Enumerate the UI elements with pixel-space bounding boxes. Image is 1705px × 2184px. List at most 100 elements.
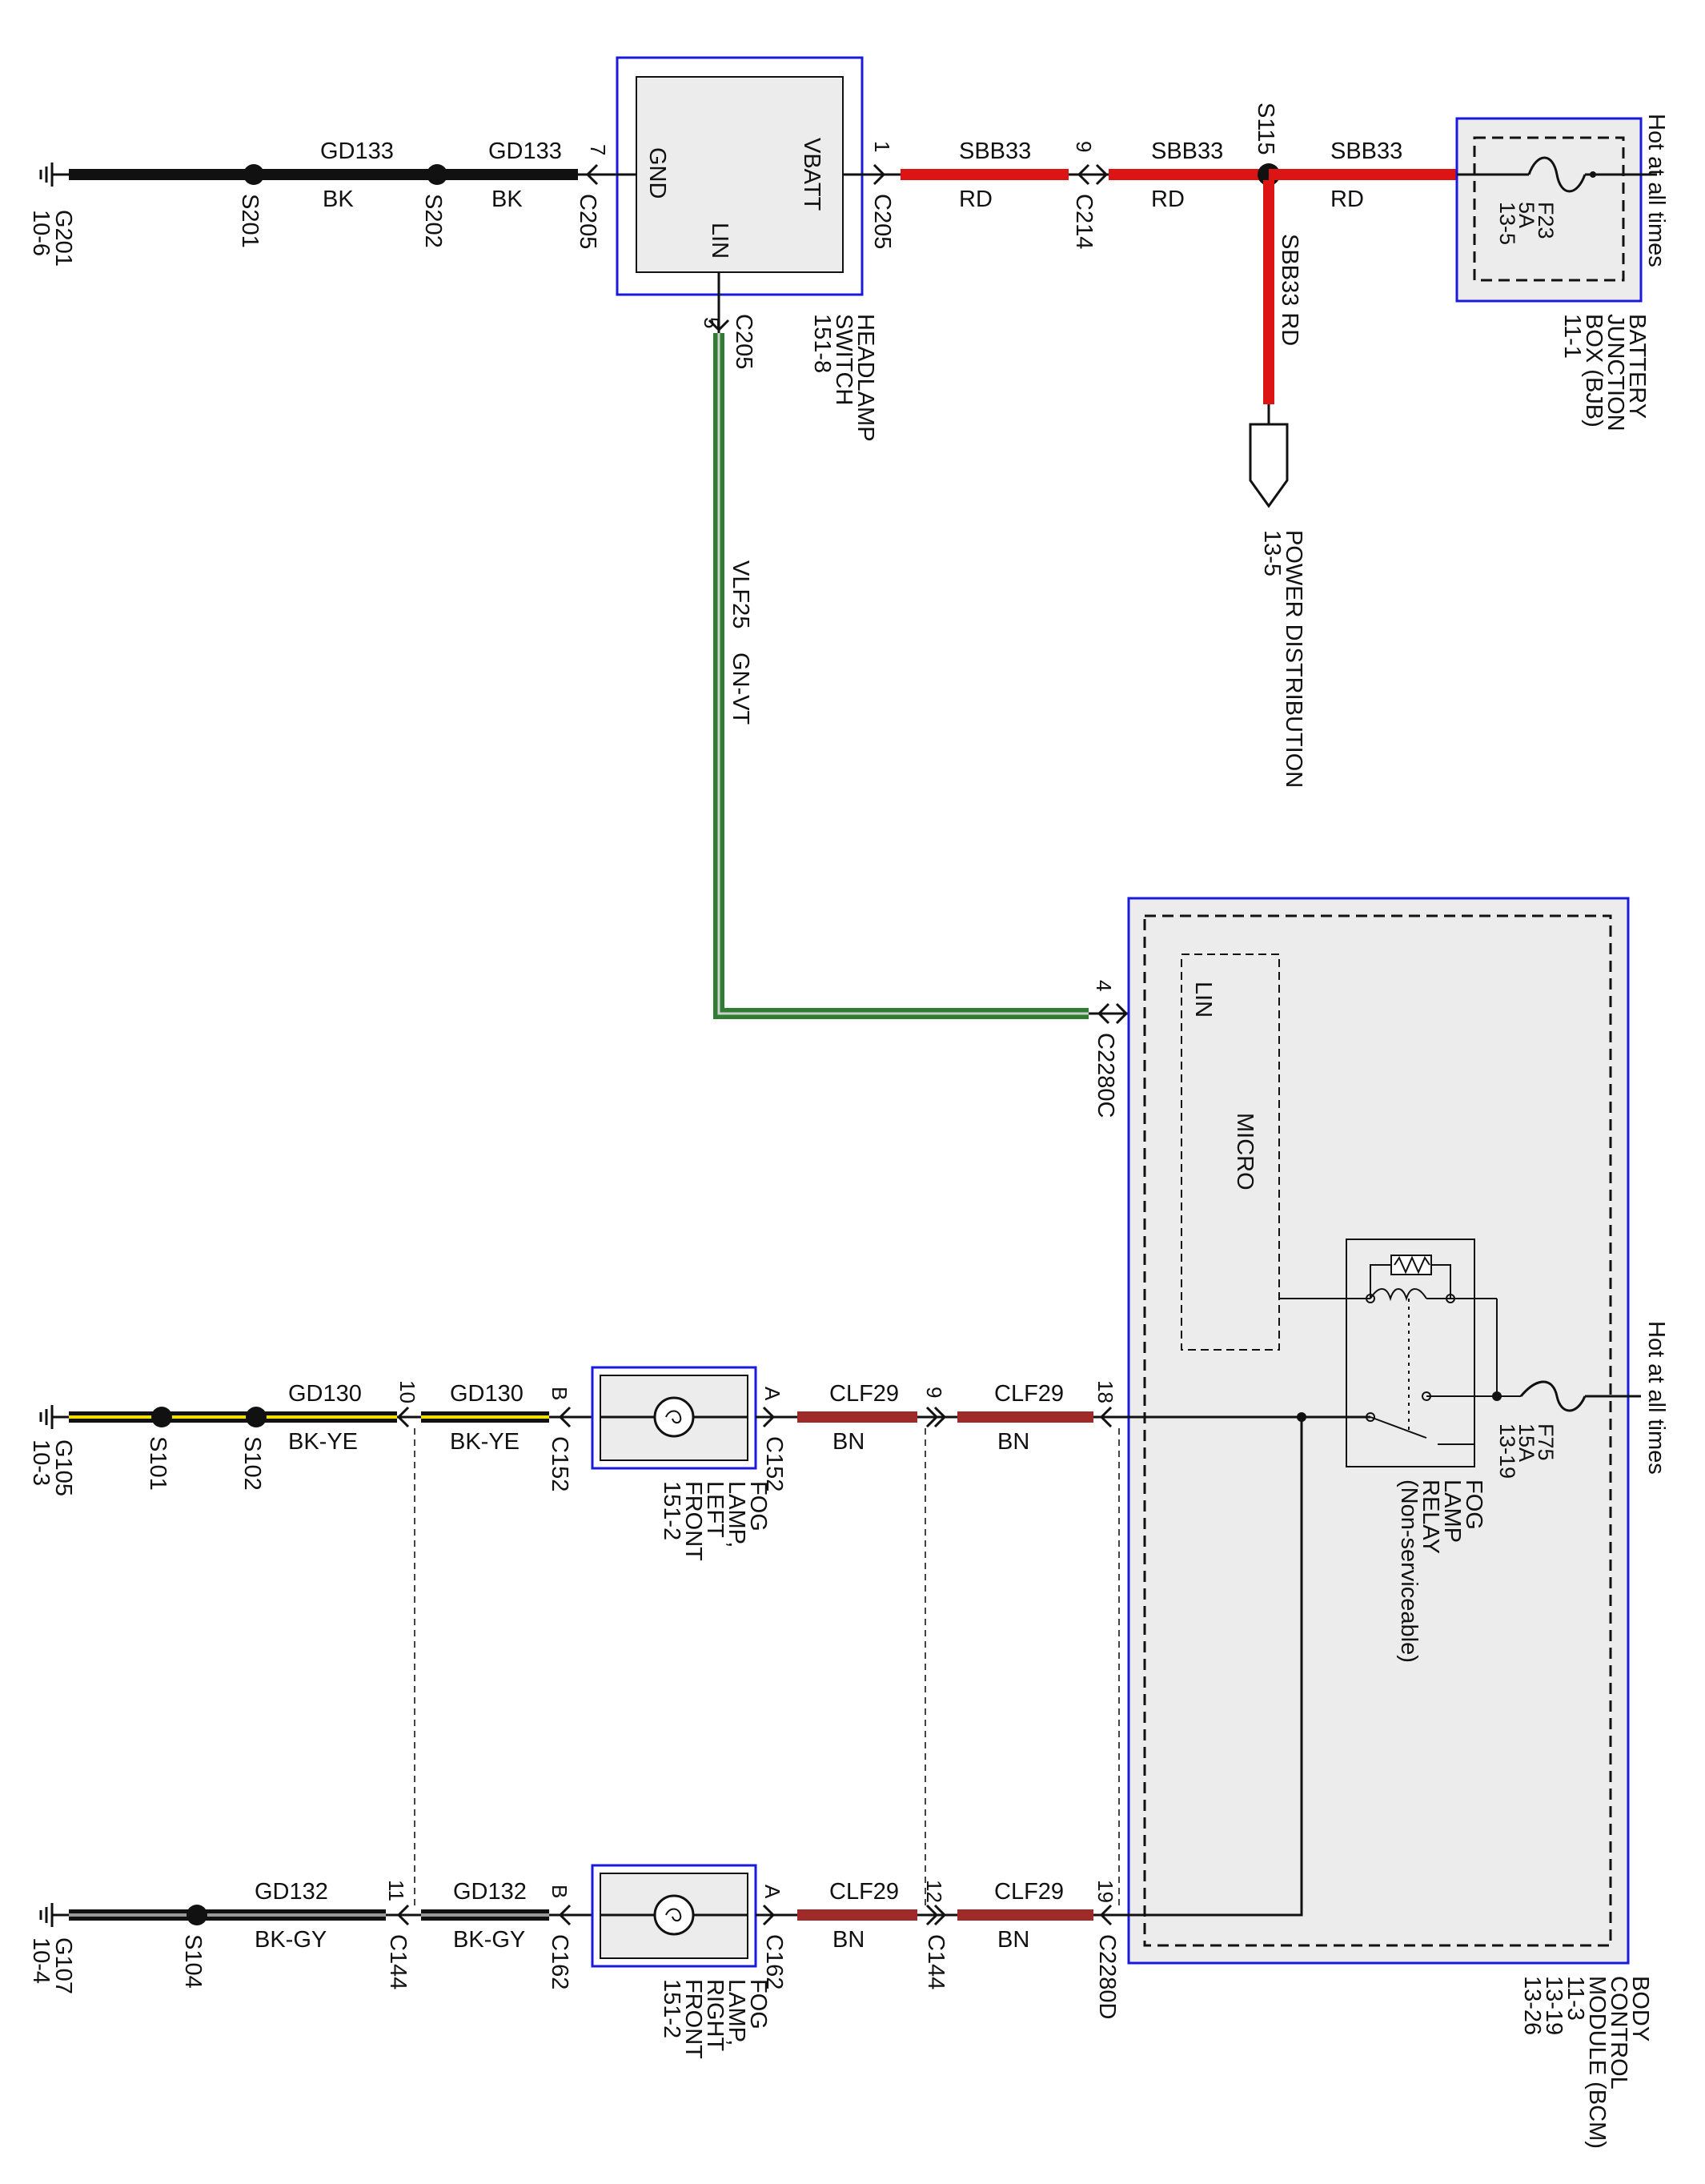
connector-c2280c-pin4: [1089, 1002, 1129, 1025]
wire-bk-label-1: BK: [323, 187, 354, 212]
ground-g107-label: G107: [50, 1937, 76, 1994]
pin-A-label-1: A: [760, 1387, 784, 1401]
fuse-f23-label: F23 5A 13-5: [1495, 202, 1558, 245]
wire-rd-label-1: RD: [959, 187, 993, 212]
wire-bkgy-label-2: BK-GY: [453, 1927, 525, 1953]
connector-c152-label-2: C152: [761, 1436, 787, 1491]
ground-g107-icon: [39, 1903, 69, 1927]
pin-B-label-1: B: [548, 1387, 572, 1400]
pin-19-label: 19: [1093, 1880, 1117, 1903]
connector-c152-label-1: C152: [547, 1436, 572, 1491]
pin-9-label-1: 9: [1072, 141, 1096, 152]
ground-g105-label: G105: [50, 1439, 76, 1496]
svg-text:RIGHT: RIGHT: [702, 1979, 728, 2052]
pin-7-label: 7: [586, 144, 610, 155]
connector-c152-pinA: [756, 1406, 797, 1428]
connector-c162-pinA: [756, 1904, 797, 1926]
bcm-outline: [1127, 897, 1630, 1965]
wire-clf29-label-1: CLF29: [829, 1381, 899, 1407]
headlamp-switch-body: [636, 76, 844, 273]
wire-clf29-label-4: CLF29: [994, 1879, 1064, 1905]
battery-junction-box-inner: [1473, 136, 1625, 282]
fog-lamp-right-label: FOG LAMP, RIGHT FRONT 151-2: [659, 1979, 771, 2059]
power-distribution-label: POWER DISTRIBUTION 13-5: [1259, 530, 1306, 788]
wire-gd130-label-2: GD130: [450, 1381, 524, 1407]
svg-text:FOG: FOG: [1461, 1479, 1486, 1530]
wire-clf29-3: [797, 1909, 917, 1921]
ground-g201-icon: [39, 163, 69, 187]
svg-text:LEFT: LEFT: [702, 1481, 728, 1538]
headlamp-switch-gnd-pin: GND: [644, 147, 670, 199]
splice-s115-label: S115: [1253, 102, 1278, 155]
svg-text:FRONT: FRONT: [680, 1481, 706, 1561]
svg-text:F23: F23: [1534, 202, 1558, 239]
svg-text:F75: F75: [1534, 1423, 1558, 1461]
wire-gd130-label-1: GD130: [288, 1381, 362, 1407]
pin-10-label: 10: [395, 1380, 419, 1403]
connector-c205-label-3: C205: [731, 314, 756, 369]
splice-s104-label: S104: [180, 1934, 206, 1989]
fuse-f23-icon: [1527, 156, 1587, 193]
ground-g105-icon: [39, 1405, 69, 1429]
svg-text:CONTROL: CONTROL: [1606, 1976, 1631, 2090]
svg-text:11-1: 11-1: [1559, 314, 1585, 359]
wire-sbb33-label-2: SBB33: [1151, 139, 1223, 164]
ground-g201-ref: 10-6: [28, 210, 54, 256]
svg-text:LAMP,: LAMP,: [724, 1979, 749, 2045]
svg-text:13-5: 13-5: [1259, 530, 1285, 576]
svg-text:151-2: 151-2: [659, 1481, 684, 1540]
fuse-f75-label: F75 15A 13-19: [1495, 1423, 1558, 1479]
svg-text:13-26: 13-26: [1519, 1976, 1545, 2035]
wire-bn-label-1: BN: [832, 1429, 865, 1455]
connector-c2280d-label: C2280D: [1094, 1934, 1120, 2019]
fog-lamp-right-bulb-icon: [653, 1894, 695, 1936]
splice-s102-label: S102: [239, 1436, 265, 1491]
splice-s101: [151, 1407, 172, 1427]
bcm-lin-pin: LIN: [1190, 982, 1216, 1018]
connector-c205-pin1: [873, 163, 901, 186]
wire-gd133-label-2: GD133: [488, 139, 562, 164]
pin-A-label-2: A: [760, 1885, 784, 1899]
svg-text:11-3: 11-3: [1563, 1976, 1588, 2021]
splice-s202: [427, 164, 447, 185]
battery-junction-box-label: BATTERY JUNCTION BOX (BJB) 11-1: [1559, 314, 1650, 432]
wire-bkgy-label-1: BK-GY: [255, 1927, 327, 1953]
wire-sbb33-3: [1269, 169, 1457, 180]
bcm-micro-box: [1181, 953, 1280, 1351]
pin-11-label: 11: [384, 1880, 408, 1901]
pin-5-label: 5: [700, 317, 724, 328]
bcm-inner: [1143, 914, 1612, 1947]
relay-coil-icon: [1370, 1288, 1427, 1302]
hot-at-all-times-label-2: Hot at all times: [1643, 1321, 1669, 1475]
connector-c162-label-2: C162: [761, 1934, 787, 1989]
svg-text:SWITCH: SWITCH: [831, 314, 857, 405]
power-distribution-arrow-icon: [1249, 423, 1289, 508]
wire-sbb33-2: [1109, 169, 1269, 180]
bcm-micro-label: MICRO: [1232, 1113, 1258, 1190]
svg-text:(Non-serviceable): (Non-serviceable): [1396, 1479, 1422, 1663]
svg-text:BATTERY: BATTERY: [1624, 314, 1650, 419]
ground-g105-ref: 10-3: [28, 1439, 54, 1486]
headlamp-switch-lin-pin: LIN: [707, 223, 732, 259]
connector-pin10: [396, 1406, 421, 1428]
connector-c2280c-label: C2280C: [1093, 1033, 1118, 1118]
connector-pin9-left: [917, 1406, 957, 1428]
svg-text:POWER DISTRIBUTION: POWER DISTRIBUTION: [1281, 530, 1306, 788]
svg-text:FRONT: FRONT: [680, 1979, 706, 2059]
pin-B-label-2: B: [548, 1885, 572, 1898]
splice-s101-label: S101: [145, 1436, 170, 1491]
wire-clf29-2: [957, 1411, 1093, 1423]
wire-rd-label-2: RD: [1151, 187, 1185, 212]
battery-junction-box-outline: [1455, 117, 1643, 303]
pin-1-label: 1: [870, 141, 894, 152]
svg-text:FOG: FOG: [745, 1481, 771, 1532]
svg-text:13-19: 13-19: [1541, 1976, 1567, 2035]
headlamp-switch-vbatt-pin: VBATT: [799, 138, 824, 211]
svg-text:MODULE (BCM): MODULE (BCM): [1584, 1976, 1610, 2149]
pin-9-label-2: 9: [922, 1387, 946, 1398]
pin-4-label: 4: [1092, 980, 1116, 991]
headlamp-switch-label: HEADLAMP SWITCH 151-8: [809, 314, 878, 442]
hot-at-all-times-label-1: Hot at all times: [1643, 114, 1669, 267]
connector-c205-pin5: [708, 317, 730, 333]
